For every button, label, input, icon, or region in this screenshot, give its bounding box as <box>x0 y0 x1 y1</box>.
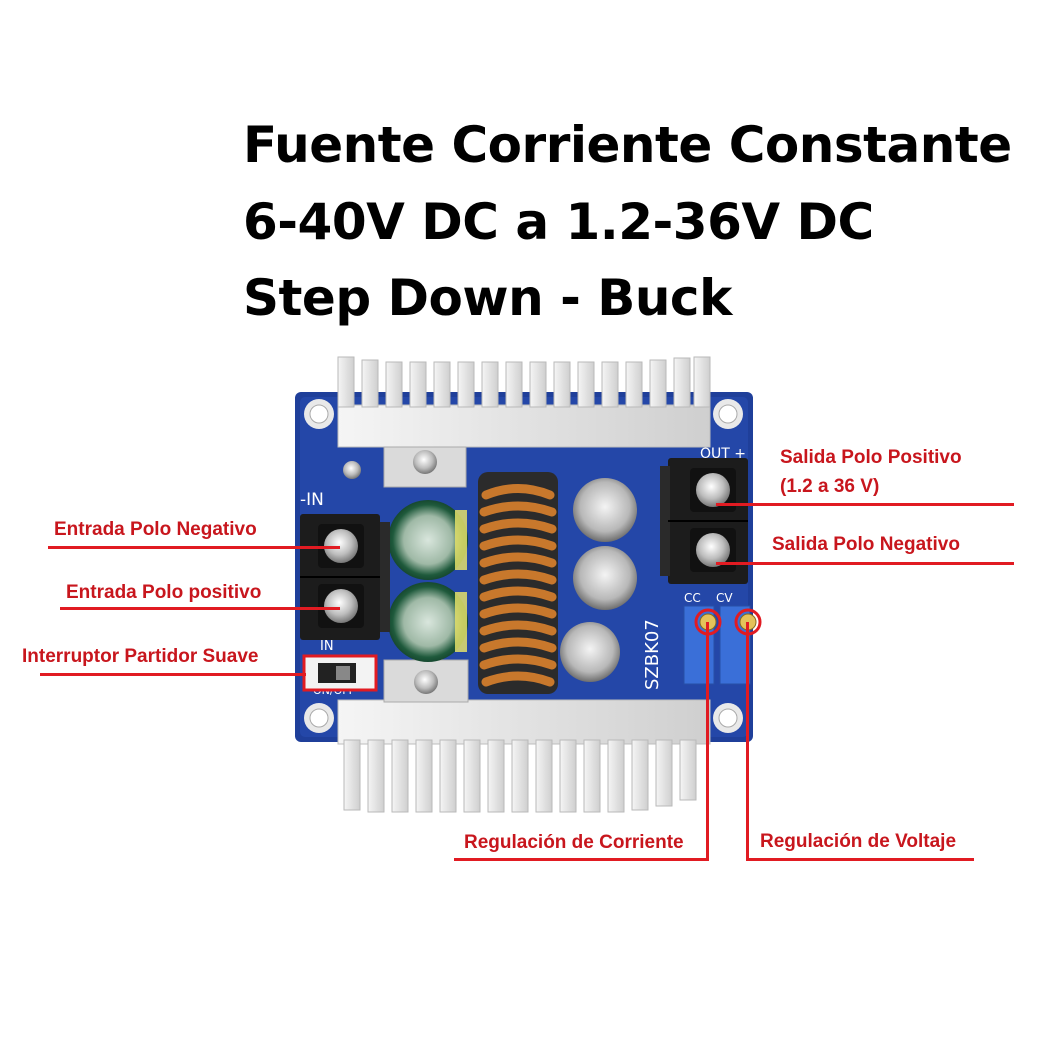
bottom-heatsink <box>337 659 711 813</box>
silk-model: SZBK07 <box>642 619 663 690</box>
screw-icon <box>324 529 358 563</box>
leader-line <box>746 622 749 860</box>
label-output-positive: Salida Polo Positivo <box>780 447 962 468</box>
output-terminal-block <box>660 458 748 584</box>
leader-line <box>706 622 709 860</box>
leader-line <box>716 503 1014 506</box>
label-input-positive: Entrada Polo positivo <box>66 582 262 603</box>
leader-line <box>60 607 340 610</box>
input-capacitor-icon <box>388 500 468 662</box>
leader-line <box>746 858 974 861</box>
pcb-screw-icon <box>343 461 361 479</box>
input-terminal-block <box>300 514 390 640</box>
silk-cc: CC <box>684 591 701 605</box>
title-line-3: Step Down - Buck <box>243 269 732 327</box>
label-input-negative: Entrada Polo Negativo <box>54 519 257 540</box>
screw-icon <box>324 589 358 623</box>
label-voltage-regulation: Regulación de Voltaje <box>760 831 957 852</box>
silk-in: IN <box>320 639 334 654</box>
toroid-inductor-icon <box>478 472 558 694</box>
soft-start-switch <box>302 654 378 692</box>
label-output-positive-range: (1.2 a 36 V) <box>780 476 880 497</box>
title-line-1: Fuente Corriente Constante <box>243 116 1012 174</box>
leader-line <box>716 562 1014 565</box>
label-current-regulation: Regulación de Corriente <box>464 832 684 853</box>
top-heatsink <box>337 356 711 488</box>
output-capacitor-icon <box>560 478 637 682</box>
label-soft-start-switch: Interruptor Partidor Suave <box>22 646 259 667</box>
leader-line <box>454 858 709 861</box>
silk-cv: CV <box>716 591 733 605</box>
title-line-2: 6-40V DC a 1.2-36V DC <box>243 193 874 251</box>
silk-in-neg: -IN <box>300 490 324 510</box>
screw-icon <box>696 533 730 567</box>
screw-icon <box>696 473 730 507</box>
label-output-negative: Salida Polo Negativo <box>772 534 960 555</box>
leader-line <box>48 546 340 549</box>
leader-line <box>40 673 306 676</box>
potentiometer-cc <box>683 605 717 685</box>
mounting-hole-icon <box>304 399 743 733</box>
